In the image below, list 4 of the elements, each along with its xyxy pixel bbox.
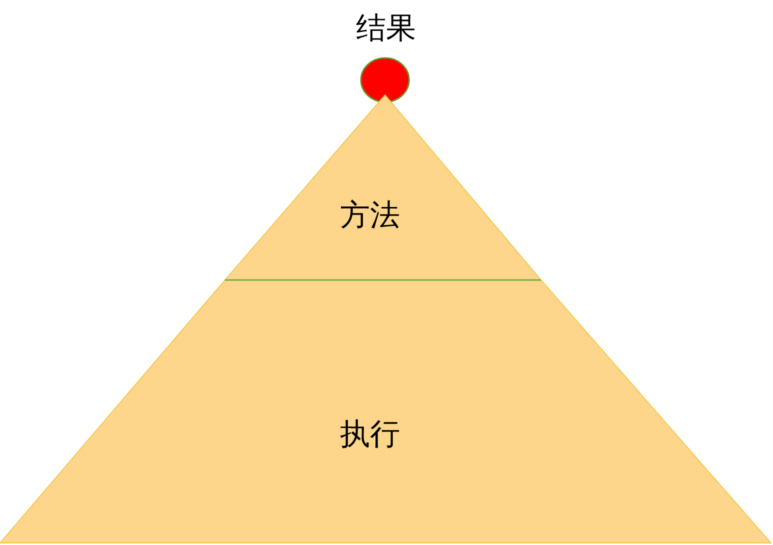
- section-label: 方法: [340, 201, 400, 231]
- section-label: 结果: [356, 14, 416, 44]
- pyramid-top-section: [225, 95, 541, 280]
- section-label: 执行: [340, 420, 400, 450]
